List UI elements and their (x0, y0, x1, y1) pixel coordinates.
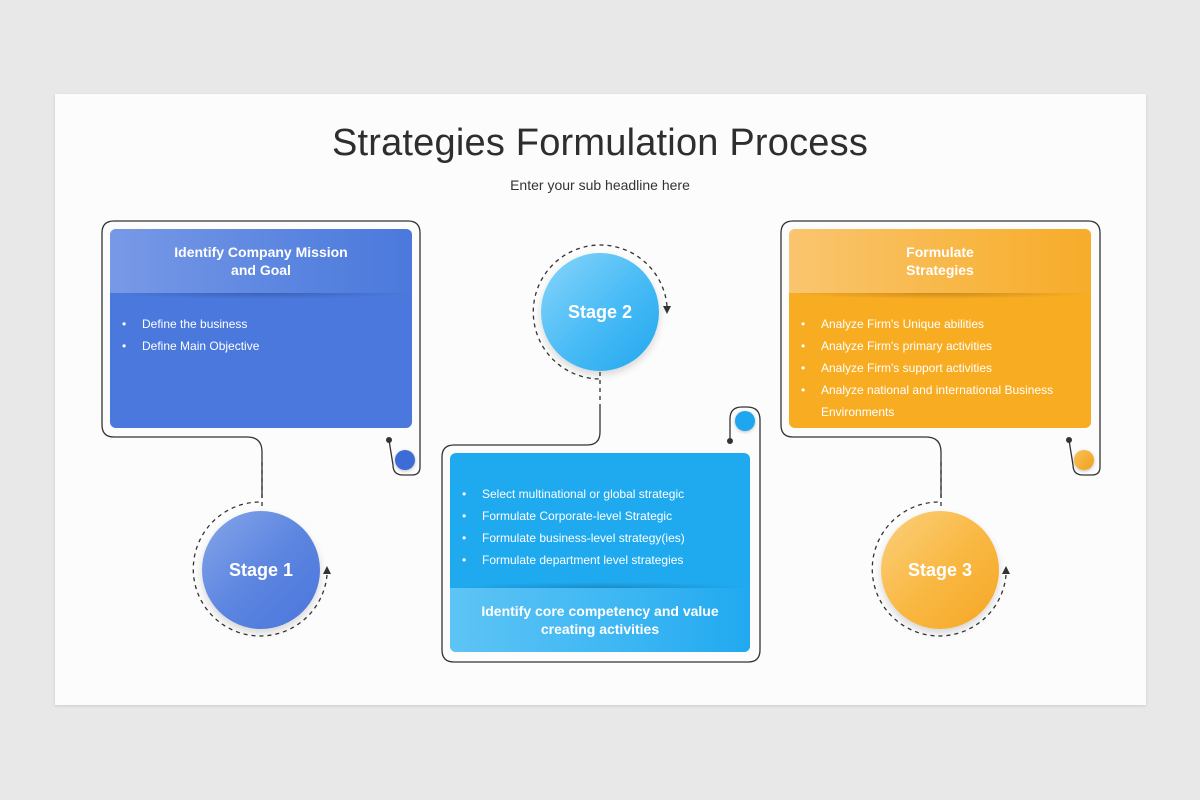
stage-3-card-title: Formulate Strategies (789, 229, 1091, 293)
stage-1-marker-dot (395, 450, 415, 470)
stage-1-card: Identify Company Mission and Goal Define… (110, 229, 412, 428)
list-item: Analyze Firm's support activities (801, 357, 1071, 379)
list-item: Analyze Firm's Unique abilities (801, 313, 1071, 335)
frame-stage-1 (101, 220, 421, 498)
list-item: Formulate business-level strategy(ies) (462, 527, 750, 549)
page-title: Strategies Formulation Process (331, 122, 869, 164)
list-item: Select multinational or global strategic (462, 483, 750, 505)
stage-2-circle: Stage 2 (541, 253, 659, 371)
arc-stage-2 (532, 244, 668, 380)
list-item: Define the business (122, 313, 412, 335)
stage-3-item-list: Analyze Firm's Unique abilities Analyze … (789, 299, 1091, 423)
stage-3-circle: Stage 3 (881, 511, 999, 629)
page-subtitle: Enter your sub headline here (510, 177, 690, 193)
stage-1-card-title: Identify Company Mission and Goal (110, 229, 412, 293)
arc-stage-1 (192, 501, 328, 637)
stage-2-card-title: Identify core competency and value creat… (450, 588, 750, 652)
list-item: Analyze national and international Busin… (801, 379, 1071, 423)
list-item: Analyze Firm's primary activities (801, 335, 1071, 357)
arc-stage-3 (871, 501, 1007, 637)
stage-2-item-list: Select multinational or global strategic… (450, 453, 750, 571)
stage-1-circle: Stage 1 (202, 511, 320, 629)
list-item: Formulate department level strategies (462, 549, 750, 571)
list-item: Define Main Objective (122, 335, 412, 357)
stage-3-card: Formulate Strategies Analyze Firm's Uniq… (789, 229, 1091, 428)
stage-3-marker-dot (1074, 450, 1094, 470)
stage-1-item-list: Define the business Define Main Objectiv… (110, 299, 412, 357)
stage-2-marker-dot (735, 411, 755, 431)
list-item: Formulate Corporate-level Strategic (462, 505, 750, 527)
stage-2-card: Select multinational or global strategic… (450, 453, 750, 652)
frame-stage-3 (780, 220, 1101, 498)
frame-stage-2 (441, 405, 761, 663)
